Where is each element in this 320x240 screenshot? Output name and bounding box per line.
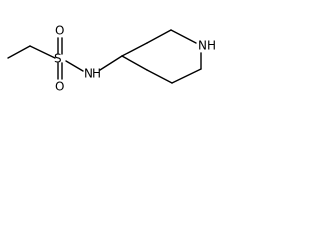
atom-label-hydrogen-amide: H	[92, 67, 101, 81]
bond-s-n	[65, 60, 84, 72]
bond-n-c4	[99, 55, 123, 71]
ring-bond-c4-c3	[121, 42, 148, 57]
ring-bond-c3-c2	[146, 29, 172, 44]
bond-ch2-s	[29, 45, 56, 59]
atom-label-oxygen-top: O	[55, 24, 64, 38]
ring-bond-c5-c4	[146, 69, 173, 84]
ring-bond-c2-n1	[170, 29, 197, 44]
atom-label-nitrogen-amide: N	[84, 67, 93, 81]
structure-canvas: S O O N H NH	[0, 0, 228, 106]
atom-label-sulfur: S	[54, 52, 62, 66]
atom-label-oxygen-bottom: O	[55, 80, 64, 94]
chemical-structure: S O O N H NH	[7, 24, 216, 94]
ring-bond-c6-c5	[171, 68, 202, 84]
bond-ch3-ch2	[7, 45, 31, 59]
atom-label-nitrogen-ring: NH	[198, 39, 216, 53]
ring-bond-c4-c5-link	[121, 55, 148, 71]
